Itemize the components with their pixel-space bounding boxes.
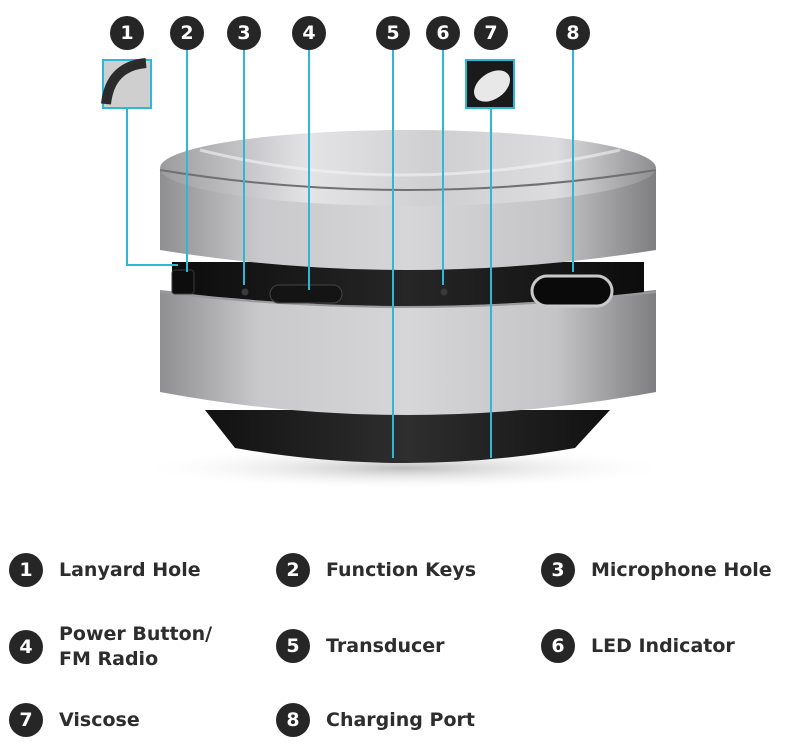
legend-item-lanyard-hole: 1 Lanyard Hole <box>9 553 201 587</box>
callout-badge-6: 6 <box>426 16 460 50</box>
legend-badge: 7 <box>9 703 43 737</box>
legend-label: Charging Port <box>326 708 475 731</box>
speaker-diagram <box>101 48 675 490</box>
callout-badge-8: 8 <box>556 16 590 50</box>
legend-badge: 6 <box>541 629 575 663</box>
legend-label: Viscose <box>59 708 140 731</box>
charging-port <box>530 274 614 308</box>
legend-badge: 2 <box>276 553 310 587</box>
legend-badge: 4 <box>9 630 43 664</box>
callout-badge-1: 1 <box>110 16 144 50</box>
legend-label: Power Button/ FM Radio <box>59 623 213 670</box>
legend-badge: 1 <box>9 553 43 587</box>
callout-badge-2: 2 <box>170 16 204 50</box>
legend-item-charging-port: 8 Charging Port <box>276 703 475 737</box>
legend-item-power-button: 4 Power Button/ FM Radio <box>9 622 212 672</box>
speaker-lower-ring <box>160 290 656 415</box>
led-indicator <box>440 288 448 296</box>
legend-label: Lanyard Hole <box>59 558 201 581</box>
legend-label: Function Keys <box>326 558 477 581</box>
legend-label: LED Indicator <box>591 634 735 657</box>
leader-line-1 <box>126 108 178 266</box>
callout-badge-4: 4 <box>292 16 326 50</box>
viscose-inset <box>465 59 515 109</box>
callout-badge-3: 3 <box>227 16 261 50</box>
function-keys-port <box>171 269 195 295</box>
callout-badge-5: 5 <box>376 16 410 50</box>
legend-label: Transducer <box>326 634 445 657</box>
callout-leader-lines <box>126 48 574 458</box>
legend-label: Microphone Hole <box>591 558 772 581</box>
speaker-base <box>205 410 610 463</box>
legend-item-microphone-hole: 3 Microphone Hole <box>541 553 772 587</box>
floor-shadow <box>135 446 675 490</box>
legend-badge: 5 <box>276 629 310 663</box>
legend-item-viscose: 7 Viscose <box>9 703 140 737</box>
lanyard-hole-inset <box>101 58 152 109</box>
speaker-top-cap <box>160 130 656 206</box>
legend-item-led-indicator: 6 LED Indicator <box>541 629 735 663</box>
legend-item-transducer: 5 Transducer <box>276 629 445 663</box>
callout-badge-7: 7 <box>474 16 508 50</box>
legend-item-function-keys: 2 Function Keys <box>276 553 476 587</box>
legend-badge: 8 <box>276 703 310 737</box>
power-button <box>269 284 343 304</box>
microphone-hole <box>241 288 249 296</box>
legend-badge: 3 <box>541 553 575 587</box>
